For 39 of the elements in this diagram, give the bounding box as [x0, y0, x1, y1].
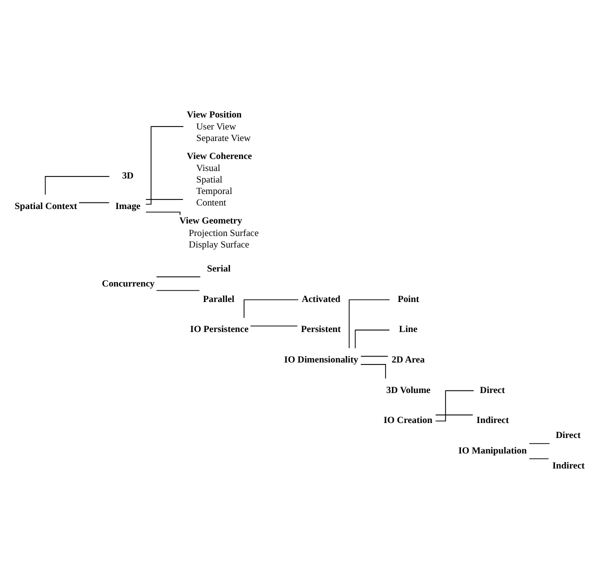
connector: [354, 330, 390, 349]
connector: [145, 212, 180, 216]
node-text: Line: [399, 325, 418, 336]
node-text: IO Manipulation: [458, 446, 527, 457]
node-text: View Position User View Separate View: [186, 110, 251, 144]
node-text: 2D Area: [392, 356, 425, 366]
node-text: 3D Volume: [386, 386, 431, 396]
node-text: Indirect: [552, 461, 585, 472]
node-text: Direct: [556, 431, 581, 442]
connector: [360, 364, 386, 379]
node-text: View Geometry Projection Surface Display Surface: [179, 216, 259, 250]
node-text: View Coherence Visual Spatial Temporal Content: [186, 152, 252, 209]
node-text: Spatial Context: [14, 202, 78, 212]
connector: [156, 276, 201, 278]
connector: [528, 458, 549, 460]
node-text: Activated: [302, 294, 340, 305]
connector: [435, 390, 474, 422]
connector: [435, 414, 474, 416]
connector: [44, 176, 110, 195]
node-text: Point: [398, 294, 420, 305]
connector: [146, 199, 184, 200]
node-text: IO Creation: [384, 416, 432, 426]
connector: [360, 356, 388, 357]
node-text: Serial: [207, 264, 231, 275]
node-text: IO Dimensionality: [284, 356, 358, 366]
node-text: Persistent: [301, 325, 341, 336]
connector: [244, 299, 299, 318]
node-text: Image: [115, 202, 140, 212]
connector: [156, 290, 200, 291]
node-text: IO Persistence: [190, 325, 249, 336]
node-text: Indirect: [476, 416, 509, 426]
connector: [348, 299, 390, 349]
node-text: 3D: [122, 172, 134, 182]
node-text: Concurrency: [102, 279, 155, 290]
node-text: Parallel: [202, 294, 234, 305]
connector: [145, 126, 184, 205]
node-text: Direct: [480, 386, 505, 396]
connector: [78, 202, 110, 204]
connector: [528, 443, 550, 444]
